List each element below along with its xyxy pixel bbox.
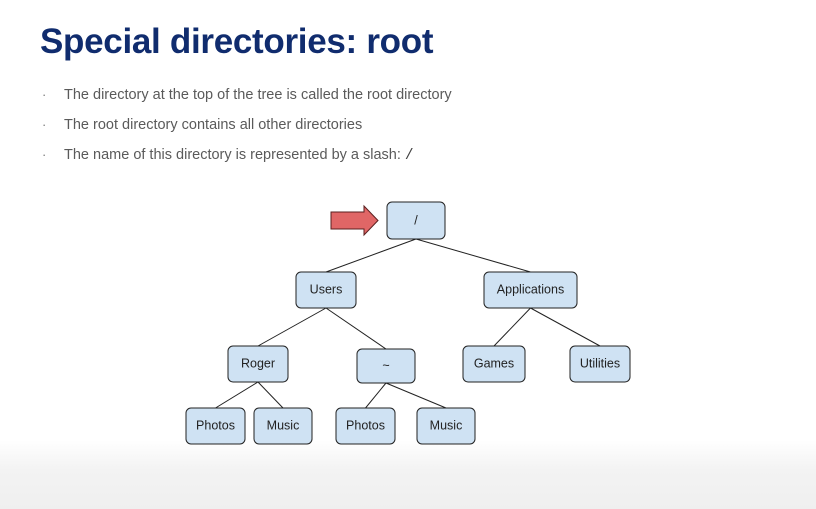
node-label-applications: Applications [497,282,564,296]
slide-title: Special directories: root [40,22,434,61]
tree-edge-root-applications [415,238,531,273]
tree-node-root: / [386,201,446,240]
tree-node-games: Games [462,345,526,383]
tree-node-tilde-photos: Photos [335,407,396,445]
bullet-dot-icon: · [42,87,47,102]
node-label-games: Games [474,356,514,370]
tree-node-tilde-music: Music [416,407,476,445]
node-label-utilities: Utilities [580,356,620,370]
node-label-tilde-photos: Photos [346,418,385,432]
node-label-tilde-music: Music [430,418,463,432]
tree-node-tilde: ~ [356,348,416,384]
tree-edges [215,238,601,409]
node-label-roger-photos: Photos [196,418,235,432]
slash-code: / [404,148,414,164]
bullet-text: The root directory contains all other di… [64,117,363,133]
bullet-dot-icon: · [42,147,47,162]
tree-node-roger: Roger [227,345,289,383]
tree-node-users: Users [295,271,357,309]
tree-edge-applications-games [493,307,531,347]
tree-edge-users-tilde [325,307,387,350]
tree-node-utilities: Utilities [569,345,631,383]
tree-edge-roger-roger_music [257,381,284,409]
node-label-root: / [414,213,418,227]
tree-node-applications: Applications [483,271,578,309]
bullet-text-main: The name of this directory is represente… [64,147,405,163]
node-label-roger: Roger [241,356,275,370]
red-arrow-icon [330,204,379,237]
bullet-text: The directory at the top of the tree is … [64,87,452,103]
bullet-dot-icon: · [42,117,47,132]
tree-edge-applications-utilities [530,307,601,347]
tree-edge-tilde-tilde_photos [365,382,387,409]
tree-node-roger-photos: Photos [185,407,246,445]
node-label-roger-music: Music [267,418,300,432]
node-label-users: Users [310,282,343,296]
node-label-tilde: ~ [382,358,389,372]
tree-node-roger-music: Music [253,407,313,445]
tree-edge-roger-roger_photos [215,381,259,409]
bullet-text: The name of this directory is represente… [64,146,414,165]
tree-edge-users-roger [257,307,327,347]
tree-edge-root-users [325,238,417,273]
tree-edge-tilde-tilde_music [385,382,447,409]
